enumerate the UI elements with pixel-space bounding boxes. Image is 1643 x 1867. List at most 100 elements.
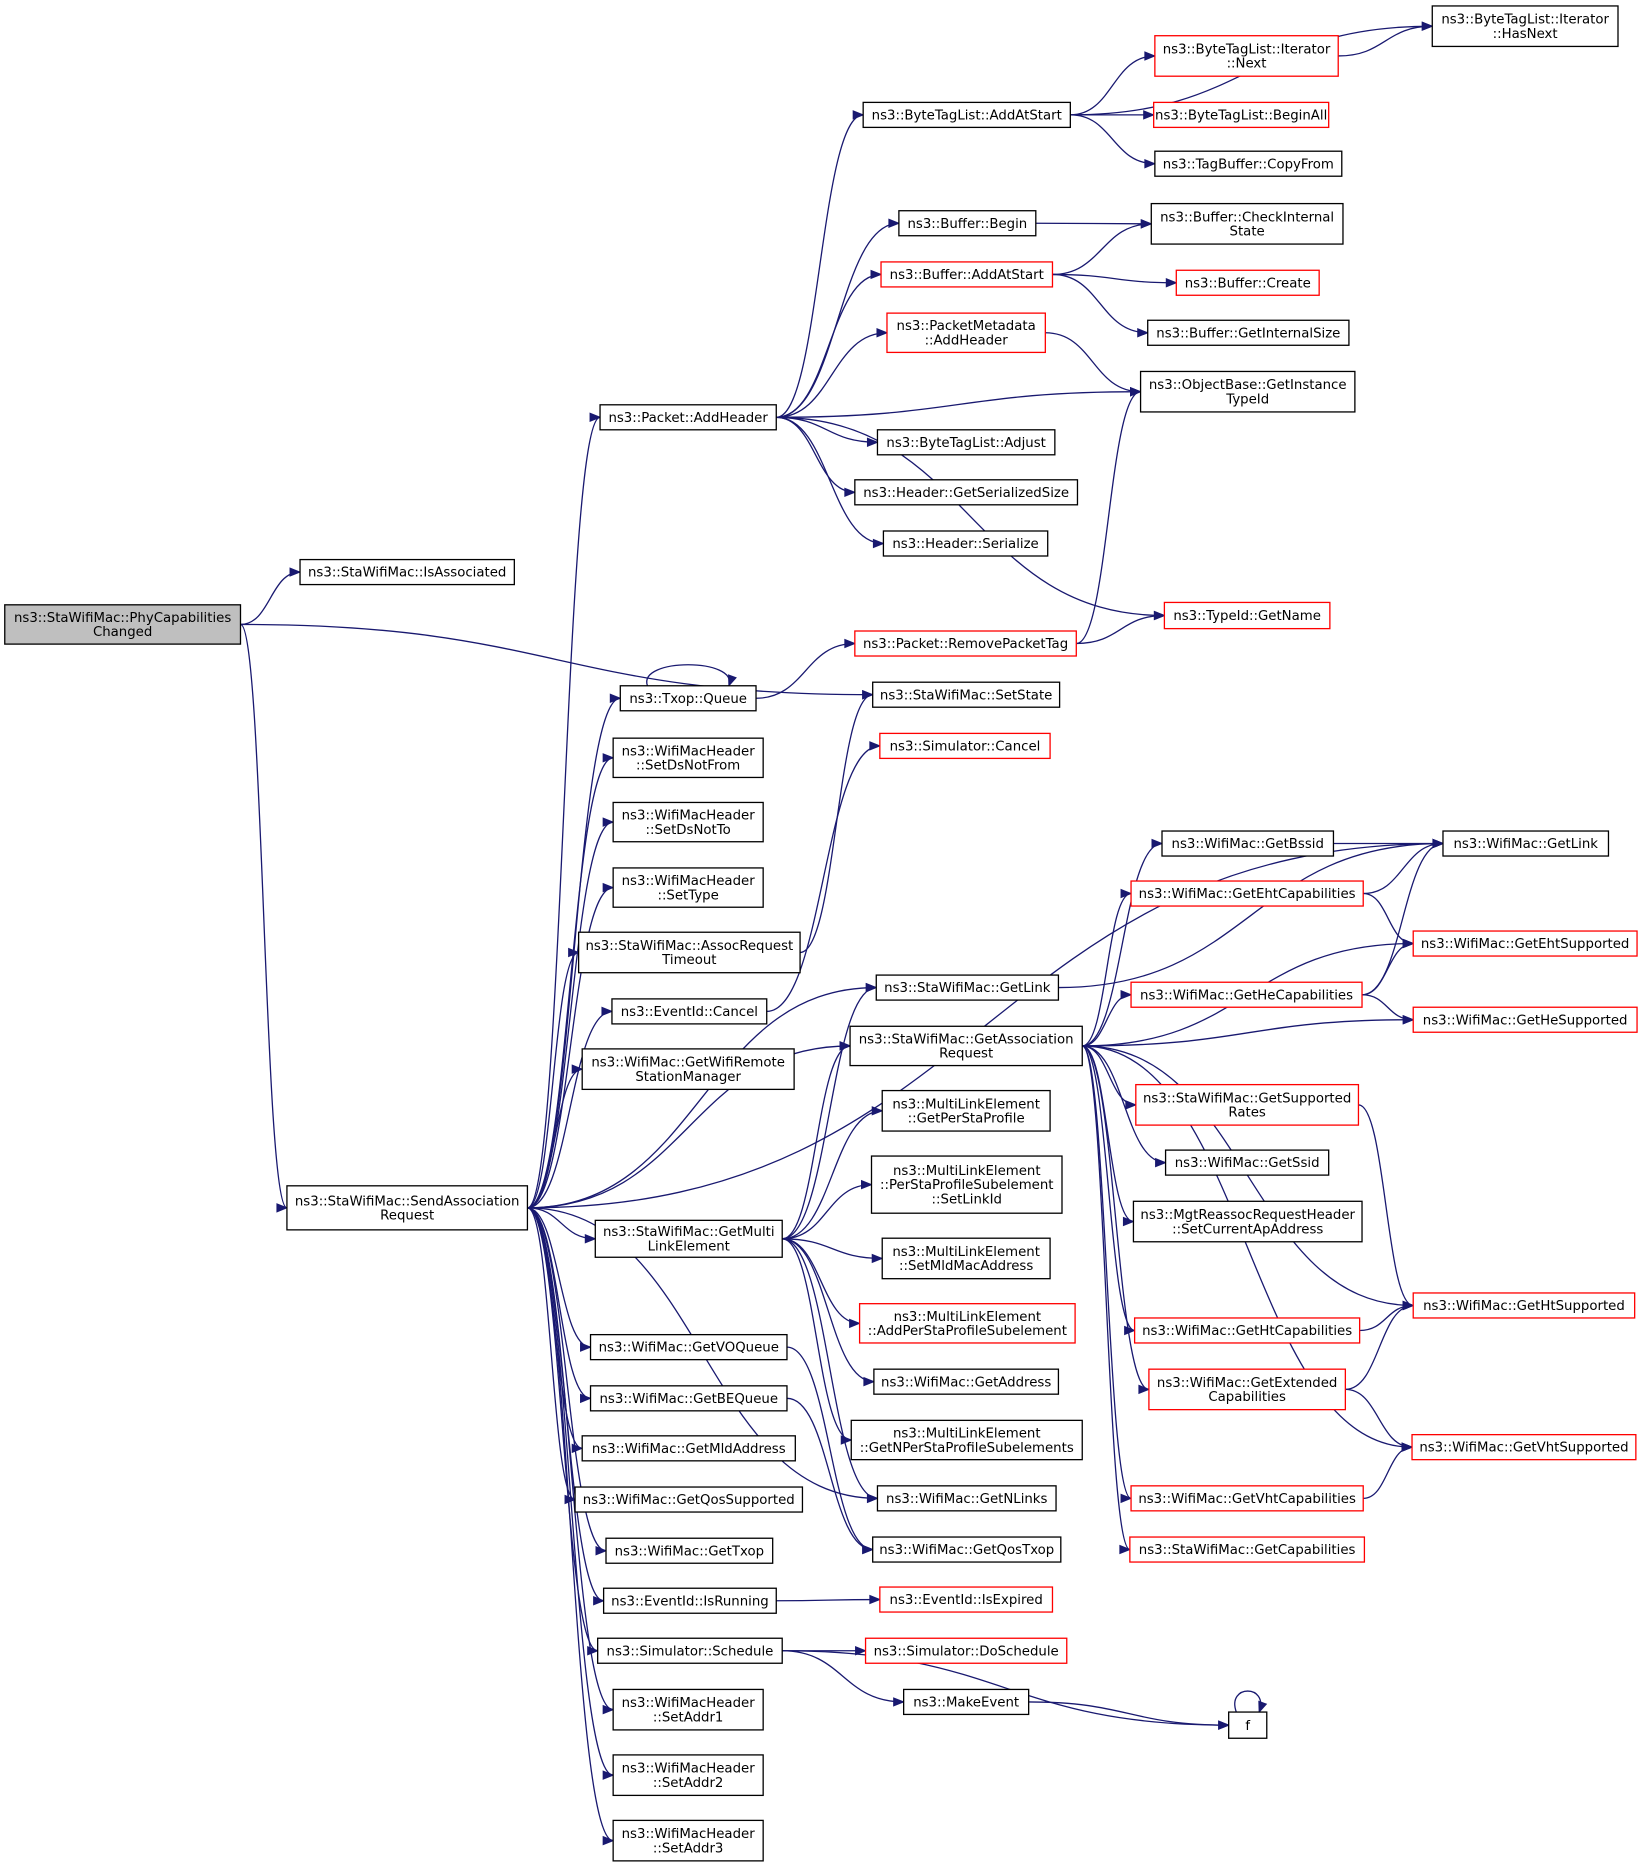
node-type-id-get-name[interactable]: ns3::TypeId::GetName — [1163, 601, 1331, 630]
node-box — [879, 732, 1051, 760]
node-packet-add-header[interactable]: ns3::Packet::AddHeader — [599, 404, 777, 431]
node-wifi-mac-get-bssid[interactable]: ns3::WifiMac::GetBssid — [1161, 830, 1335, 857]
node-label: ns3::WifiMac::GetBEQueue — [600, 1392, 779, 1407]
node-wifi-mac-get-ht-supported[interactable]: ns3::WifiMac::GetHtSupported — [1412, 1292, 1636, 1319]
node-multi-link-element-per-sta-profile-subelement-set-link-id[interactable]: ns3::MultiLinkElement::PerStaProfileSube… — [870, 1155, 1063, 1214]
node-sta-wifi-mac-get-capabilities[interactable]: ns3::StaWifiMac::GetCapabilities — [1129, 1536, 1366, 1563]
node-wifi-mac-get-he-capabilities[interactable]: ns3::WifiMac::GetHeCapabilities — [1130, 981, 1363, 1008]
node-wifi-mac-get-txop[interactable]: ns3::WifiMac::GetTxop — [605, 1537, 774, 1564]
node-box — [1412, 930, 1638, 957]
node-f[interactable]: f — [1228, 1711, 1268, 1739]
node-wifi-mac-get-ht-capabilities[interactable]: ns3::WifiMac::GetHtCapabilities — [1133, 1317, 1361, 1344]
node-wifi-mac-get-wifi-remote-station-manager[interactable]: ns3::WifiMac::GetWifiRemoteStationManage… — [581, 1048, 795, 1091]
node-wifi-mac-get-link[interactable]: ns3::WifiMac::GetLink — [1442, 830, 1610, 857]
node-wifi-mac-get-qos-supported[interactable]: ns3::WifiMac::GetQosSupported — [574, 1486, 804, 1513]
node-label: ::AddPerStaProfileSubelement — [868, 1324, 1067, 1339]
node-byte-tag-list-iterator-has-next[interactable]: ns3::ByteTagList::Iterator::HasNext — [1431, 5, 1619, 48]
node-event-id-is-running[interactable]: ns3::EventId::IsRunning — [602, 1587, 777, 1614]
node-wifi-mac-header-set-ds-not-from[interactable]: ns3::WifiMacHeader::SetDsNotFrom — [612, 737, 764, 779]
node-wifi-mac-get-ssid[interactable]: ns3::WifiMac::GetSsid — [1164, 1149, 1330, 1176]
node-header-serialize[interactable]: ns3::Header::Serialize — [882, 530, 1049, 557]
node-label: ns3::Buffer::CheckInternal — [1160, 210, 1334, 225]
node-wifi-mac-header-set-addr2[interactable]: ns3::WifiMacHeader::SetAddr2 — [612, 1754, 764, 1797]
node-label: Timeout — [661, 953, 716, 968]
node-txop-queue[interactable]: ns3::Txop::Queue — [619, 685, 757, 712]
node-label: ns3::WifiMac::GetTxop — [615, 1544, 764, 1559]
node-wifi-mac-get-qos-txop[interactable]: ns3::WifiMac::GetQosTxop — [872, 1536, 1062, 1563]
node-box — [876, 1485, 1057, 1512]
node-label: ns3::Packet::RemovePacketTag — [863, 637, 1068, 652]
node-wifi-mac-header-set-addr3[interactable]: ns3::WifiMacHeader::SetAddr3 — [612, 1819, 764, 1862]
edge-n26-n27 — [1045, 332, 1142, 397]
node-wifi-mac-get-address[interactable]: ns3::WifiMac::GetAddress — [873, 1368, 1060, 1395]
edge-n4-n26 — [776, 328, 889, 418]
edge-n42-n67 — [1082, 1014, 1415, 1047]
node-buffer-add-at-start[interactable]: ns3::Buffer::AddAtStart — [880, 261, 1054, 288]
node-label: ns3::StaWifiMac::AssocRequest — [585, 939, 793, 954]
node-box — [1412, 1006, 1638, 1033]
node-buffer-begin[interactable]: ns3::Buffer::Begin — [898, 210, 1037, 237]
node-wifi-mac-get-voqueue[interactable]: ns3::WifiMac::GetVOQueue — [589, 1333, 788, 1361]
node-header-get-serialized-size[interactable]: ns3::Header::GetSerializedSize — [854, 479, 1079, 506]
edge-n12-n47 — [782, 1238, 876, 1387]
node-sta-wifi-mac-set-state[interactable]: ns3::StaWifiMac::SetState — [872, 681, 1061, 708]
node-wifi-mac-get-bequeue[interactable]: ns3::WifiMac::GetBEQueue — [589, 1385, 788, 1412]
node-wifi-mac-get-eht-capabilities[interactable]: ns3::WifiMac::GetEhtCapabilities — [1130, 880, 1364, 907]
node-box — [849, 1025, 1083, 1067]
node-box — [898, 210, 1037, 237]
node-label: ::SetType — [657, 888, 718, 903]
node-multi-link-element-get-nper-sta-profile-subelements[interactable]: ns3::MultiLinkElement::GetNPerStaProfile… — [850, 1419, 1083, 1461]
node-wifi-mac-get-he-supported[interactable]: ns3::WifiMac::GetHeSupported — [1412, 1006, 1638, 1033]
node-simulator-cancel[interactable]: ns3::Simulator::Cancel — [879, 732, 1051, 760]
node-tag-buffer-copy-from[interactable]: ns3::TagBuffer::CopyFrom — [1154, 150, 1343, 177]
edge-n39-n27 — [1076, 386, 1142, 645]
node-buffer-create[interactable]: ns3::Buffer::Create — [1175, 269, 1320, 296]
node-box — [1412, 1292, 1636, 1319]
node-simulator-do-schedule[interactable]: ns3::Simulator::DoSchedule — [864, 1637, 1068, 1664]
node-label: ns3::ByteTagList::Adjust — [886, 436, 1045, 451]
node-mgt-reassoc-request-header-set-current-ap-address[interactable]: ns3::MgtReassocRequestHeader::SetCurrent… — [1132, 1200, 1363, 1243]
node-box — [881, 1237, 1051, 1280]
node-byte-tag-list-iterator-next[interactable]: ns3::ByteTagList::Iterator::Next — [1154, 35, 1339, 77]
edge-n4-n29 — [776, 416, 857, 498]
node-box — [1154, 35, 1339, 77]
node-simulator-schedule[interactable]: ns3::Simulator::Schedule — [597, 1637, 783, 1664]
node-sta-wifi-mac-get-link[interactable]: ns3::StaWifiMac::GetLink — [875, 974, 1060, 1001]
node-packet-remove-packet-tag[interactable]: ns3::Packet::RemovePacketTag — [854, 630, 1077, 657]
node-event-id-cancel[interactable]: ns3::EventId::Cancel — [611, 998, 768, 1025]
node-wifi-mac-header-set-ds-not-to[interactable]: ns3::WifiMacHeader::SetDsNotTo — [612, 801, 764, 843]
node-multi-link-element-get-per-sta-profile[interactable]: ns3::MultiLinkElement::GetPerStaProfile — [881, 1089, 1051, 1132]
edge-n5-n39 — [756, 638, 857, 699]
edge-n12-n49 — [782, 1238, 879, 1504]
node-byte-tag-list-add-at-start[interactable]: ns3::ByteTagList::AddAtStart — [862, 101, 1071, 129]
node-label: f — [1245, 1719, 1250, 1734]
node-wifi-mac-get-vht-supported[interactable]: ns3::WifiMac::GetVhtSupported — [1411, 1433, 1637, 1461]
node-packet-metadata-add-header[interactable]: ns3::PacketMetadata::AddHeader — [886, 312, 1046, 354]
node-box — [589, 1333, 788, 1361]
node-multi-link-element-add-per-sta-profile-subelement[interactable]: ns3::MultiLinkElement::AddPerStaProfileS… — [858, 1303, 1076, 1344]
node-sta-wifi-mac-is-associated[interactable]: ns3::StaWifiMac::IsAssociated — [299, 558, 515, 586]
node-make-event[interactable]: ns3::MakeEvent — [903, 1688, 1030, 1716]
edge-n63-n69 — [1363, 1442, 1414, 1499]
node-buffer-get-internal-size[interactable]: ns3::Buffer::GetInternalSize — [1147, 319, 1350, 346]
node-wifi-mac-get-mld-address[interactable]: ns3::WifiMac::GetMldAddress — [581, 1435, 796, 1462]
node-event-id-is-expired[interactable]: ns3::EventId::IsExpired — [879, 1586, 1054, 1613]
node-box — [1175, 269, 1320, 296]
node-multi-link-element-set-mld-mac-address[interactable]: ns3::MultiLinkElement::SetMldMacAddress — [881, 1237, 1051, 1280]
node-wifi-mac-header-set-type[interactable]: ns3::WifiMacHeader::SetType — [612, 867, 764, 908]
node-byte-tag-list-adjust[interactable]: ns3::ByteTagList::Adjust — [876, 429, 1056, 456]
node-wifi-mac-get-vht-capabilities[interactable]: ns3::WifiMac::GetVhtCapabilities — [1130, 1485, 1364, 1512]
node-wifi-mac-get-eht-supported[interactable]: ns3::WifiMac::GetEhtSupported — [1412, 930, 1638, 957]
node-wifi-mac-get-nlinks[interactable]: ns3::WifiMac::GetNLinks — [876, 1485, 1057, 1512]
node-byte-tag-list-begin-all[interactable]: ns3::ByteTagList::BeginAll — [1153, 101, 1330, 129]
node-wifi-mac-header-set-addr1[interactable]: ns3::WifiMacHeader::SetAddr1 — [612, 1688, 764, 1731]
